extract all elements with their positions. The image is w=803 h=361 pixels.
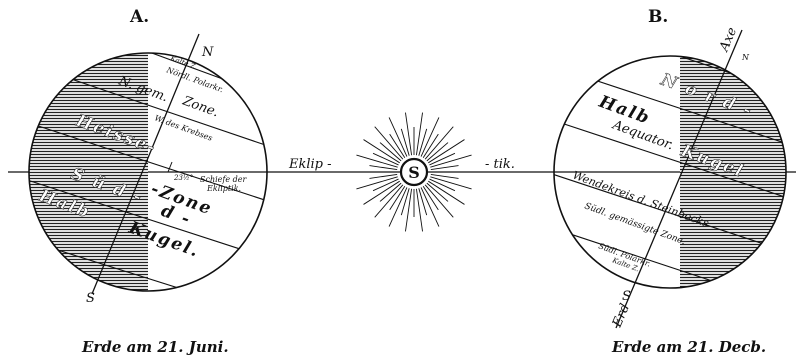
earth-b-n-label: N bbox=[741, 53, 750, 62]
sun-ray bbox=[430, 155, 471, 167]
earth-a-n-label: N bbox=[201, 45, 214, 60]
earth-a-w-des-krebses: W. des Krebses bbox=[153, 113, 213, 142]
header-a: A. bbox=[129, 7, 149, 27]
sun-ray bbox=[356, 177, 397, 189]
sun-ray bbox=[405, 189, 411, 232]
sun-ray bbox=[375, 185, 403, 217]
earth-b-erd: Erd bbox=[609, 302, 633, 331]
earth-b-axe: Axe bbox=[716, 25, 740, 55]
caption-b: Erde am 21. Decb. bbox=[611, 338, 766, 356]
caption-a: Erde am 21. Juni. bbox=[81, 338, 229, 356]
ecliptic-label-right: - tik. bbox=[485, 157, 515, 172]
sun-ray bbox=[428, 140, 464, 163]
earth-b-s-label: S bbox=[622, 289, 631, 304]
sun-ray bbox=[430, 177, 471, 189]
sun-ray bbox=[405, 113, 411, 156]
earth-a-schiefe: Schiefe der bbox=[200, 175, 248, 184]
sun-label: S bbox=[408, 163, 420, 182]
earth-a-zone: Zone. bbox=[180, 93, 221, 120]
earth-a-ekliptik: Ekliptik. bbox=[206, 184, 241, 193]
sun-ray bbox=[416, 189, 422, 232]
earth-a-s-label: S bbox=[86, 291, 95, 306]
sun-ray bbox=[416, 113, 422, 156]
sun-ray bbox=[375, 127, 403, 159]
earth-a-angle-tick bbox=[168, 162, 172, 172]
header-b: B. bbox=[648, 7, 668, 27]
sun-ray bbox=[425, 127, 453, 159]
earth-a-angle: 23½° bbox=[173, 174, 193, 182]
sun-ray bbox=[364, 140, 400, 163]
sun-ray bbox=[364, 181, 400, 204]
sun-ray bbox=[356, 155, 397, 167]
sun-ray bbox=[428, 181, 464, 204]
sun-ray bbox=[425, 185, 453, 217]
ecliptic-label-left: Eklip - bbox=[288, 157, 332, 172]
earth-b: Axe N S Erd N o r d - Halb Aequator. Kug… bbox=[540, 10, 800, 330]
earth-a: N S Kalte Z. Nördl. Polarkr. N. gem. Zon… bbox=[10, 12, 280, 320]
